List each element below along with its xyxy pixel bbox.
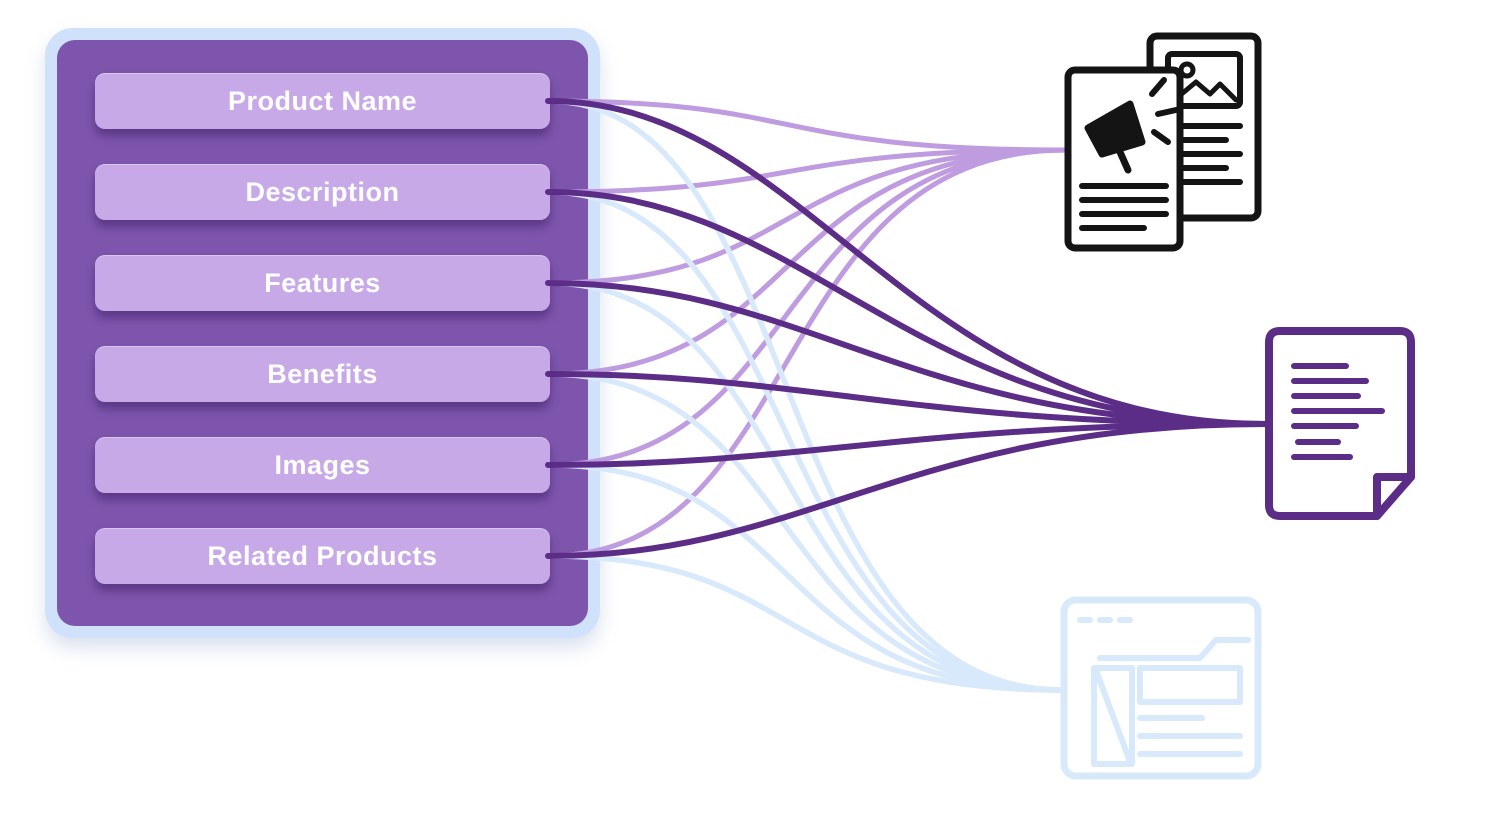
field-benefits: Benefits (95, 346, 550, 402)
field-product-name: Product Name (95, 73, 550, 129)
field-images: Images (95, 437, 550, 493)
product-fields-panel: Product Name Description Features Benefi… (45, 28, 600, 638)
product-fields-panel-inner: Product Name Description Features Benefi… (57, 40, 588, 626)
connection-related-products-to-brochure (545, 147, 1069, 559)
connection-images-to-brochure (545, 147, 1069, 468)
connection-features-to-webpage (545, 280, 1065, 693)
connection-description-to-brochure (545, 147, 1069, 195)
connection-benefits-to-document (545, 371, 1269, 427)
connection-features-to-brochure (545, 147, 1069, 286)
document-icon (1264, 326, 1416, 522)
connection-images-to-webpage (545, 462, 1065, 693)
field-related-products: Related Products (95, 528, 550, 584)
connection-related-products-to-webpage (545, 553, 1065, 693)
connection-benefits-to-brochure (545, 147, 1069, 377)
field-features: Features (95, 255, 550, 311)
connection-benefits-to-webpage (545, 371, 1065, 693)
connection-images-to-document (545, 421, 1269, 468)
connection-description-to-webpage (545, 189, 1065, 693)
connection-product-name-to-webpage (545, 98, 1065, 693)
connection-related-products-to-document (545, 421, 1269, 559)
connection-product-name-to-brochure (545, 98, 1069, 153)
marketing-flyer-icon (1058, 30, 1268, 255)
field-description: Description (95, 164, 550, 220)
connection-features-to-document (545, 280, 1269, 427)
browser-window-icon (1060, 596, 1262, 780)
